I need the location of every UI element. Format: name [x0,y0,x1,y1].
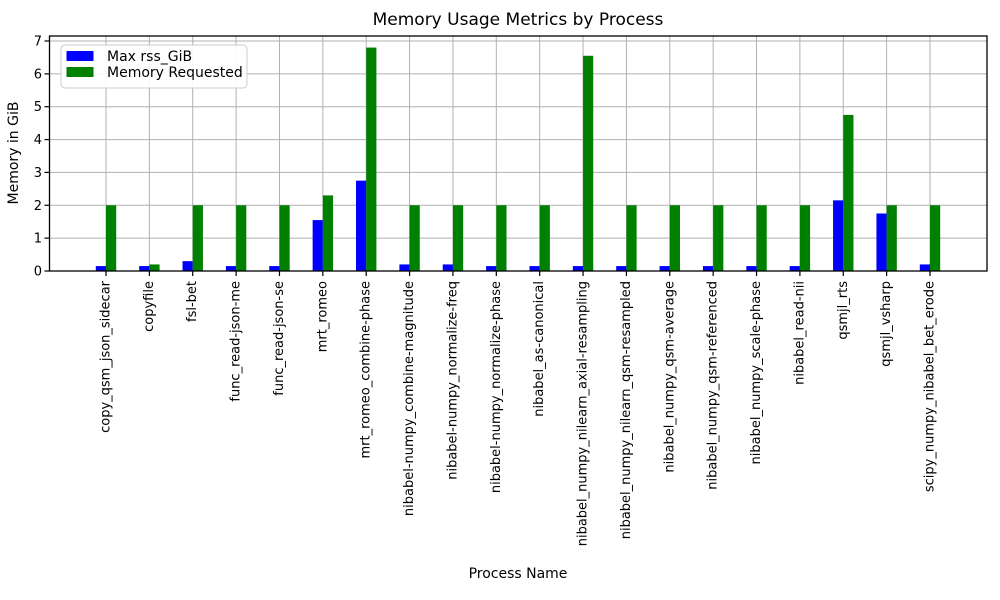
bar-max-rss [269,266,280,271]
y-tick-label: 1 [34,232,42,247]
y-tick-label: 6 [34,67,42,82]
x-tick-label: scipy_numpy_nibabel_bet_erode [922,281,937,492]
bar-memory-requested [149,264,160,271]
bar-memory-requested [843,114,854,271]
x-tick-label: nibabel_numpy_qsm-average [662,281,677,473]
bar-memory-requested [192,205,203,271]
bar-max-rss [442,264,453,271]
x-tick-label: nibabel_read-nii [792,281,807,385]
x-tick-label: nibabel_numpy_scale-phase [749,281,764,464]
bar-memory-requested [886,205,897,271]
bar-max-rss [746,266,757,271]
bar-max-rss [833,200,844,271]
x-tick-label: nibabel_numpy_nilearn_axial-resampling [576,281,591,546]
bar-max-rss [789,266,800,271]
y-tick-label: 7 [34,35,42,50]
y-tick-label: 2 [34,199,42,214]
legend-swatch-memory-requested [66,67,94,77]
bar-max-rss [529,266,540,271]
bar-max-rss [876,213,887,271]
y-tick-label: 5 [34,100,42,115]
bar-memory-requested [669,205,680,271]
x-tick-label: nibabel_as-canonical [532,281,547,417]
x-tick-label: nibabel-numpy_normalize-phase [489,281,504,493]
legend: Max rss_GiB Memory Requested [60,44,248,89]
x-tick-label: nibabel-numpy_combine-magnitude [402,281,417,516]
bar-max-rss [139,266,150,271]
plot-area: 0 1 2 3 4 5 6 7 copy_qsm_json_sidecar copyfile fsl… [34,35,988,546]
bar-memory-requested [756,205,767,271]
bar-memory-requested [929,205,941,271]
bar-memory-requested [236,205,247,271]
bar-memory-requested [799,205,811,271]
x-tick-label: nibabel_numpy_nilearn_qsm-resampled [619,281,634,539]
y-tick-label: 4 [34,133,42,148]
x-tick-label: qsmjl_rts [836,281,851,340]
bar-max-rss [312,220,323,271]
bar-memory-requested [539,205,550,271]
x-tick-label: func_read-json-me [229,281,244,402]
bar-max-rss [399,264,410,271]
x-tick-label: nibabel_numpy_qsm-referenced [706,281,721,490]
bar-memory-requested [366,47,377,272]
bar-memory-requested [583,55,594,272]
x-tick-label: mrt_romeo [315,281,330,352]
x-tick-label: qsmjl_vsharp [879,281,894,367]
x-tick-label: mrt_romeo_combine-phase [359,281,374,459]
bar-max-rss [95,266,106,271]
x-tick-label: fsl-bet [185,281,200,322]
plot-border [48,35,988,272]
y-tick-label: 3 [34,166,42,181]
legend-label-max-rss: Max rss_GiB [107,49,192,65]
legend-swatch-max-rss [66,51,94,61]
bar-memory-requested [409,205,420,271]
y-tick-label: 0 [34,265,42,280]
bar-max-rss [616,266,627,271]
x-tick-label: copy_qsm_json_sidecar [99,280,114,433]
bar-memory-requested [106,205,117,271]
bar-max-rss [702,266,714,271]
legend-label-memory-requested: Memory Requested [107,65,243,81]
bar-max-rss [659,266,670,271]
y-axis-label: Memory in GiB [6,102,22,205]
bar-max-rss [182,261,193,271]
bar-max-rss [225,266,237,271]
bar-memory-requested [713,205,724,271]
x-tick-label: func_read-json-se [272,281,287,396]
legend-box [60,44,248,89]
x-axis-label: Process Name [469,566,568,582]
bar-memory-requested [496,205,507,271]
chart-title: Memory Usage Metrics by Process [373,10,664,30]
bar-memory-requested [279,205,290,271]
bar-max-rss [572,266,584,271]
bar-max-rss [486,266,497,271]
bar-memory-requested [452,205,464,271]
x-tick-label: copyfile [142,281,157,332]
bar-memory-requested [322,195,334,271]
x-tick-label: nibabel-numpy_normalize-freq [445,281,460,480]
bar-max-rss [356,180,367,271]
bar-max-rss [919,264,930,271]
bar-memory-requested [626,205,637,271]
